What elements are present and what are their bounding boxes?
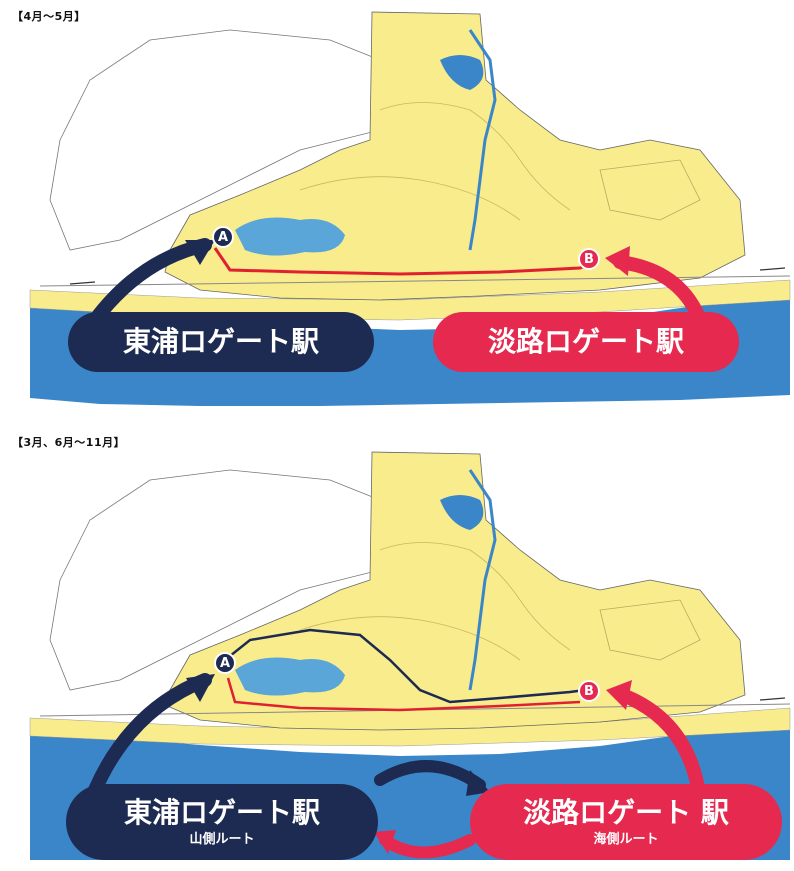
outer-area — [49, 469, 381, 691]
road-arrow — [759, 267, 786, 271]
contour-line — [379, 542, 571, 651]
pond — [235, 217, 345, 256]
pond — [235, 657, 345, 696]
sea-route — [226, 677, 581, 712]
arrow-awaji-gate — [613, 255, 707, 327]
season-label-spring: 【4月～5月】 — [12, 10, 86, 23]
awaji-gate-label: 淡路ロゲート駅 — [433, 312, 739, 372]
east-gate-label: 東浦ロゲート駅 — [68, 312, 374, 372]
marker-a: A — [214, 652, 236, 674]
arrow-east-gate — [88, 673, 212, 797]
arrow-head — [466, 770, 490, 796]
sea-route-label: 海側ルート — [593, 831, 659, 847]
reservoir — [440, 55, 484, 90]
field-outline — [599, 599, 701, 661]
contour-line — [299, 616, 521, 661]
arrow-head — [606, 680, 632, 710]
arrow-head — [185, 240, 215, 265]
mountain-route — [224, 628, 586, 704]
awaji-gate-name: 淡路ロゲート 駅 — [523, 795, 729, 829]
season-label-other: 【3月、6月～11月】 — [12, 436, 126, 449]
east-gate-name: 東浦ロゲート駅 — [123, 795, 320, 829]
awaji-gate-name: 淡路ロゲート駅 — [487, 325, 684, 358]
road-arrow — [759, 697, 786, 701]
marker-a: A — [212, 226, 234, 248]
route-line — [213, 247, 596, 276]
outer-area — [49, 29, 381, 251]
marker-b: B — [578, 680, 600, 702]
river — [468, 469, 497, 691]
mountain-route-label: 山側ルート — [189, 831, 255, 847]
reservoir — [440, 495, 484, 530]
field-outline — [599, 159, 701, 221]
arrow-awaji-gate — [613, 687, 707, 807]
arrow-head — [186, 674, 215, 702]
east-gate-label-mountain: 東浦ロゲート駅 山側ルート — [66, 784, 378, 860]
river — [468, 29, 497, 251]
road-arrow — [69, 281, 96, 285]
awaji-gate-label-sea: 淡路ロゲート 駅 海側ルート — [470, 784, 782, 860]
arrow-head — [374, 830, 396, 854]
marker-b: B — [578, 248, 600, 270]
connector-arrow-pink — [379, 834, 476, 859]
east-gate-name: 東浦ロゲート駅 — [122, 325, 319, 358]
contour-line — [379, 102, 571, 211]
arrow-head — [605, 246, 630, 276]
contour-line — [299, 176, 521, 221]
